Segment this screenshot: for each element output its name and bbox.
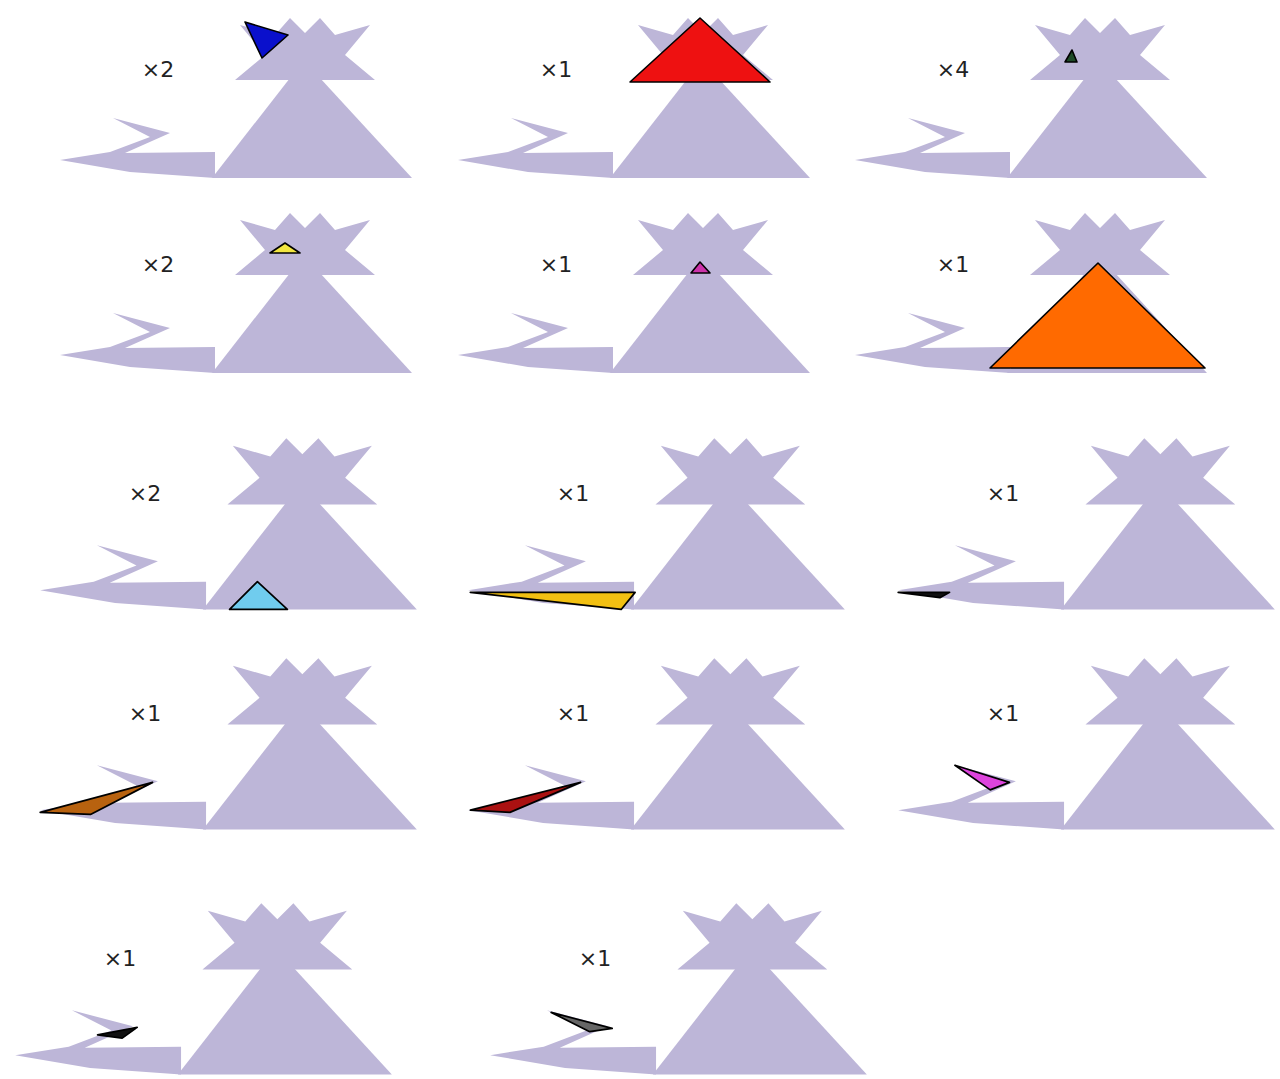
triangle-piece [955, 765, 1010, 790]
cat-silhouette [655, 658, 805, 724]
cat-silhouette [898, 545, 1064, 609]
multiplicity-label: ×1 [540, 254, 572, 276]
cat-silhouette [898, 765, 1064, 829]
cat-silhouette [60, 118, 215, 178]
triangle-piece [245, 22, 288, 58]
multiplicity-label: ×2 [129, 483, 161, 505]
cat-silhouette [677, 903, 827, 969]
multiplicity-label: ×1 [540, 59, 572, 81]
multiplicity-label: ×1 [579, 948, 611, 970]
cat-panel [458, 213, 810, 373]
cat-silhouette [40, 765, 206, 829]
cat-silhouette [655, 438, 805, 504]
triangle-piece [691, 262, 710, 273]
cat-silhouette [1085, 658, 1235, 724]
triangle-piece [551, 1012, 612, 1031]
cat-silhouette [235, 213, 375, 275]
triangle-piece [40, 782, 152, 814]
multiplicity-label: ×1 [937, 254, 969, 276]
cat-silhouette [610, 273, 810, 373]
triangle-piece [630, 18, 770, 82]
cat-silhouette [178, 967, 392, 1074]
cat-silhouette [203, 502, 417, 609]
cat-silhouette [1007, 78, 1207, 178]
cat-silhouette [653, 967, 867, 1074]
cat-silhouette [855, 313, 1010, 373]
triangle-piece [1065, 50, 1077, 62]
cat-panel [490, 903, 867, 1074]
cat-silhouette [633, 213, 773, 275]
cat-panel [898, 438, 1275, 609]
cat-silhouette [227, 438, 377, 504]
triangle-piece [470, 592, 635, 609]
cat-panel [60, 18, 412, 178]
cat-silhouette [631, 722, 845, 829]
multiplicity-label: ×4 [937, 59, 969, 81]
cat-panel [898, 658, 1275, 829]
cat-silhouette [490, 1010, 656, 1074]
cat-panel [40, 438, 417, 609]
triangle-piece [470, 782, 580, 812]
cat-silhouette [212, 78, 412, 178]
triangle-piece [990, 263, 1205, 368]
multiplicity-label: ×1 [129, 703, 161, 725]
multiplicity-label: ×1 [104, 948, 136, 970]
triangle-piece [898, 592, 949, 597]
cat-panel [855, 213, 1207, 373]
cat-silhouette [60, 313, 215, 373]
cat-panel [855, 18, 1207, 178]
triangle-piece [270, 243, 300, 253]
triangle-piece [98, 1027, 138, 1038]
multiplicity-label: ×1 [987, 703, 1019, 725]
cat-silhouette [458, 313, 613, 373]
cat-silhouette [468, 765, 634, 829]
cat-silhouette [15, 1010, 181, 1074]
cat-silhouette [202, 903, 352, 969]
cat-silhouette [855, 118, 1010, 178]
cat-panel [60, 213, 412, 373]
multiplicity-label: ×1 [557, 703, 589, 725]
triangle-piece [230, 582, 288, 610]
cat-silhouette [212, 273, 412, 373]
multiplicity-label: ×1 [987, 483, 1019, 505]
cat-panel [15, 903, 392, 1074]
cat-panel [40, 658, 417, 829]
cat-silhouette [610, 78, 810, 178]
cat-silhouette [631, 502, 845, 609]
cat-silhouette [203, 722, 417, 829]
multiplicity-label: ×1 [557, 483, 589, 505]
cat-panel [468, 438, 845, 609]
cat-panel [458, 18, 810, 178]
cat-silhouette [1061, 722, 1275, 829]
multiplicity-label: ×2 [142, 254, 174, 276]
cat-silhouette [458, 118, 613, 178]
cat-silhouette [1061, 502, 1275, 609]
multiplicity-label: ×2 [142, 59, 174, 81]
cat-silhouette [235, 18, 375, 80]
cat-silhouette [227, 658, 377, 724]
cat-silhouette [1085, 438, 1235, 504]
cat-panel [468, 658, 845, 829]
cat-silhouette [40, 545, 206, 609]
cat-silhouette [1030, 18, 1170, 80]
